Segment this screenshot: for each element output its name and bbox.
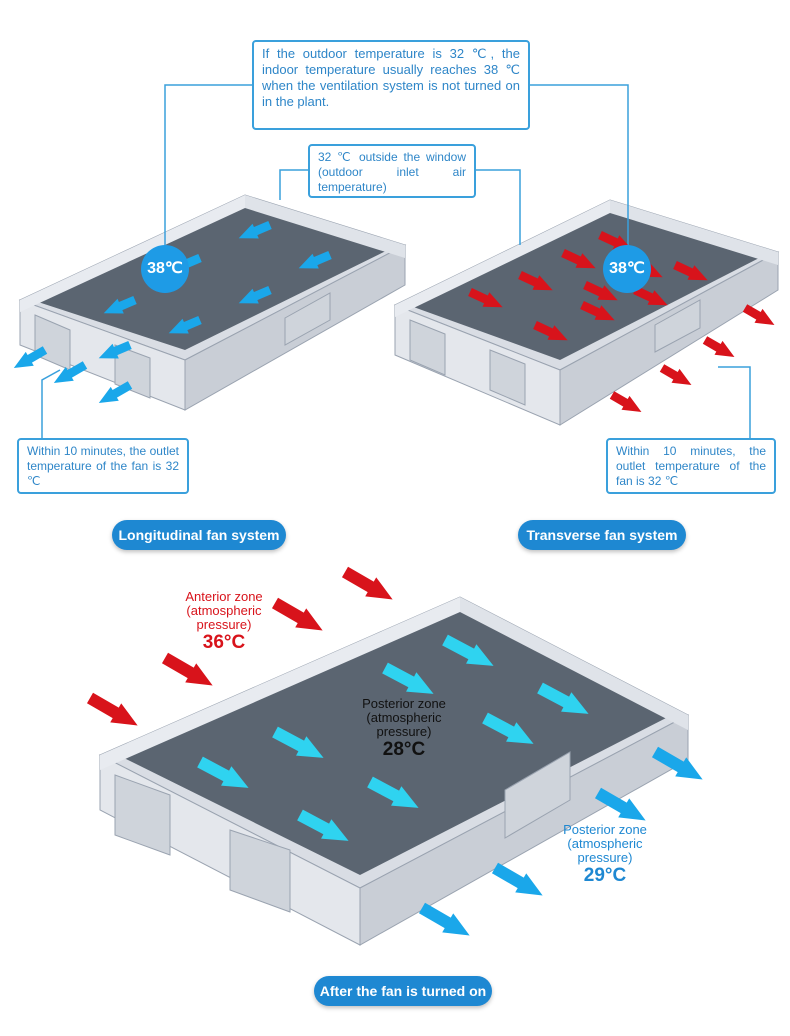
blue-flow-arrow: [98, 340, 132, 359]
red-flow-arrow: [583, 281, 618, 301]
cyan-flow-arrow: [272, 726, 324, 758]
red-inlet-arrow: [341, 566, 393, 600]
blue-exhaust-arrow: [13, 346, 48, 368]
red-flow-arrow: [580, 301, 615, 321]
blue-exhaust-arrow: [594, 787, 646, 821]
blue-exhaust-arrow: [53, 361, 88, 383]
anterior-zone-name: Anterior zone: [185, 589, 263, 604]
posterior-right-zone: Posterior zone (atmospheric pressure) 29…: [550, 823, 660, 887]
left-outlet-callout: Within 10 minutes, the outlet temperatur…: [17, 438, 189, 494]
posterior-right-temp: 29°C: [583, 865, 627, 886]
cyan-flow-arrow: [382, 662, 434, 694]
red-flow-arrow: [518, 271, 553, 291]
posterior-center-zone: Posterior zone (atmospheric pressure) 28…: [350, 697, 458, 761]
blue-flow-arrow: [168, 315, 202, 334]
blue-flow-arrow: [298, 250, 332, 269]
cyan-flow-arrow: [197, 756, 249, 788]
posterior-center-name: Posterior zone: [362, 696, 446, 711]
red-exhaust-arrow: [609, 391, 642, 412]
blue-flow-arrow: [103, 295, 137, 314]
temp-badge-left: 38℃: [141, 245, 189, 293]
blue-exhaust-arrow: [98, 381, 133, 403]
red-flow-arrow: [533, 321, 568, 341]
arrow-layer: [13, 220, 775, 936]
after-label: After the fan is turned on: [314, 976, 492, 1006]
cyan-flow-arrow: [482, 712, 534, 744]
building-longitudinal: [18, 194, 407, 411]
posterior-center-pressure: (atmospheric pressure): [366, 710, 442, 739]
blue-exhaust-arrow: [651, 746, 703, 780]
red-flow-arrow: [468, 288, 503, 308]
blue-exhaust-arrow: [491, 862, 543, 896]
cyan-flow-arrow: [297, 809, 349, 841]
building-transverse: [393, 199, 780, 426]
anterior-zone-temp: 36°C: [202, 632, 246, 653]
cyan-flow-arrow: [367, 776, 419, 808]
red-inlet-arrow: [271, 597, 323, 631]
right-outlet-callout: Within 10 minutes, the outlet temperatur…: [606, 438, 776, 494]
red-exhaust-arrow: [742, 304, 775, 325]
cyan-flow-arrow: [537, 682, 589, 714]
anterior-zone-pressure: (atmospheric pressure): [186, 603, 262, 632]
cyan-flow-arrow: [442, 634, 494, 666]
transverse-label: Transverse fan system: [518, 520, 686, 550]
red-inlet-arrow: [161, 652, 213, 686]
window-note-callout: 32 ℃ outside the window (outdoor inlet a…: [308, 144, 476, 198]
red-flow-arrow: [561, 249, 596, 269]
red-inlet-arrow: [86, 692, 138, 726]
posterior-right-name: Posterior zone: [563, 822, 647, 837]
blue-exhaust-arrow: [418, 902, 470, 936]
blue-flow-arrow: [238, 285, 272, 304]
blue-flow-arrow: [238, 220, 272, 239]
posterior-right-pressure: (atmospheric pressure): [567, 836, 643, 865]
building-after: [98, 596, 690, 946]
connector-lines: [41, 84, 751, 440]
red-exhaust-arrow: [702, 336, 735, 357]
red-flow-arrow: [633, 286, 668, 306]
posterior-center-temp: 28°C: [382, 739, 426, 760]
top-note-callout: If the outdoor temperature is 32 ℃, the …: [252, 40, 530, 130]
red-flow-arrow: [673, 261, 708, 281]
red-exhaust-arrow: [659, 364, 692, 385]
temp-badge-right: 38℃: [603, 245, 651, 293]
longitudinal-label: Longitudinal fan system: [112, 520, 286, 550]
anterior-zone: Anterior zone (atmospheric pressure) 36°…: [168, 590, 280, 654]
